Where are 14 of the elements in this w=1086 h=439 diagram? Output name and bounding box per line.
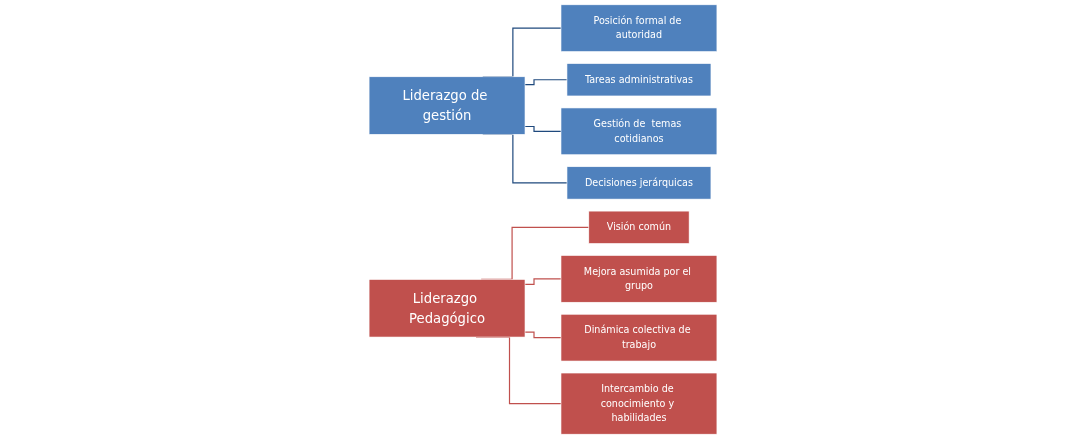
connector <box>524 278 562 285</box>
node-box: Tareas administrativas <box>566 63 712 97</box>
connector <box>524 79 568 86</box>
connector <box>524 125 562 132</box>
node-box: Dinámica colectiva de trabajo <box>560 313 718 362</box>
node-box: Posición formal de autoridad <box>560 4 718 52</box>
node-box: Visión común <box>588 210 690 244</box>
node-box: Liderazgo de gestión <box>368 76 526 135</box>
node-box: Mejora asumida por el grupo <box>560 255 718 303</box>
connector <box>524 331 562 339</box>
node-box: Gestión de temas cotidianos <box>560 107 718 156</box>
node-box: Liderazgo Pedagógico <box>368 279 526 338</box>
node-box: Intercambio de conocimiento y habilidades <box>560 372 718 435</box>
node-box: Decisiones jerárquicas <box>566 166 712 200</box>
